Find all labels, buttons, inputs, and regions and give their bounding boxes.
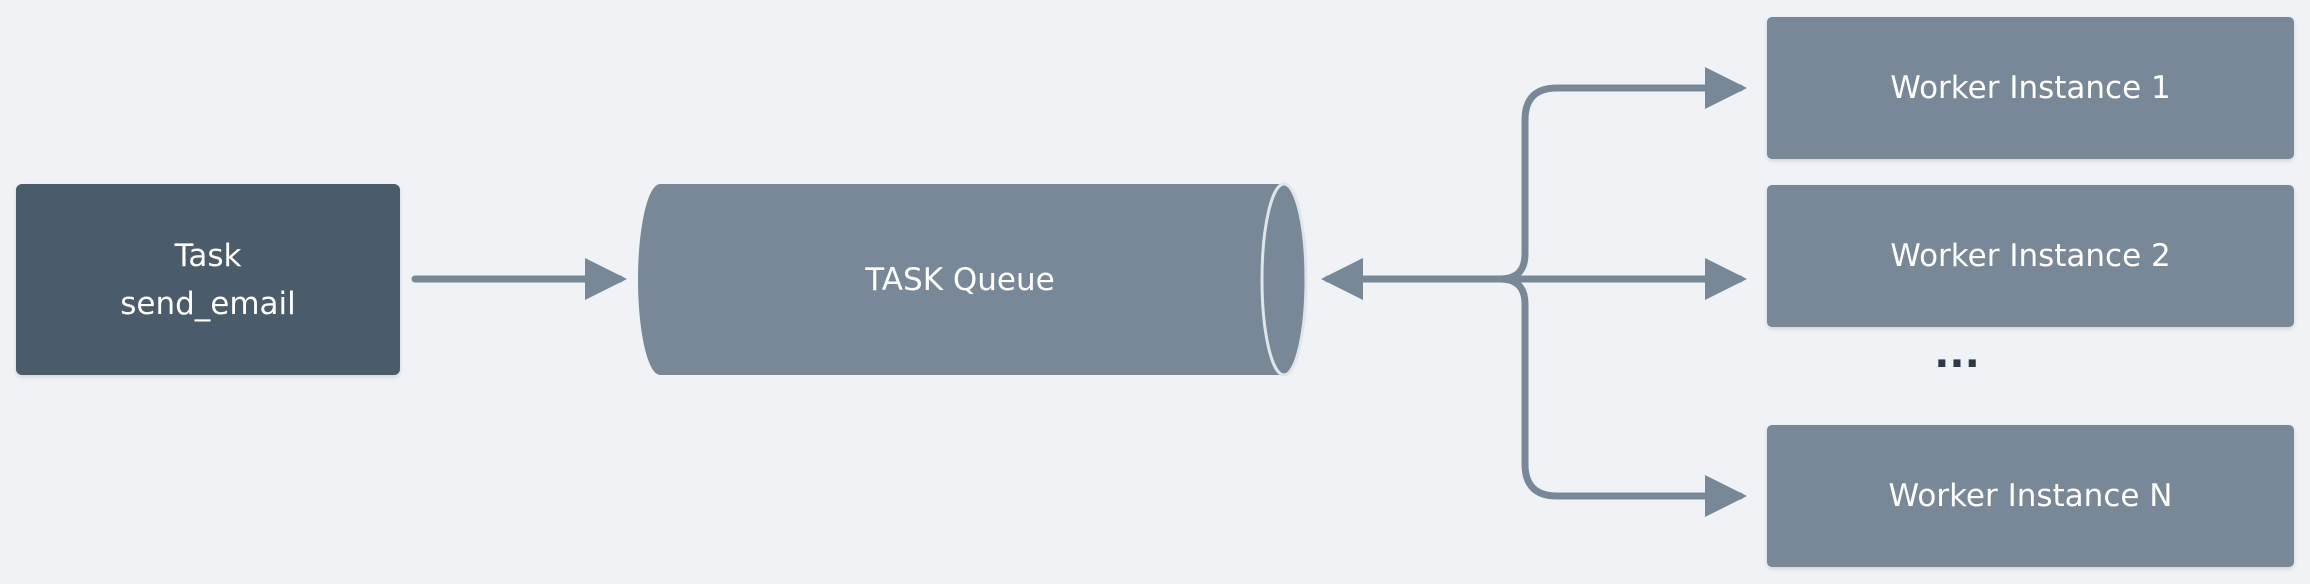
more-workers-ellipsis: ... [1934, 331, 1980, 377]
task-queue-label: TASK Queue [865, 262, 1055, 298]
branch-to-worker-1 [1496, 67, 1747, 283]
worker-instance-n: Worker Instance N [1767, 425, 2294, 567]
worker-n-label: Worker Instance N [1888, 478, 2173, 514]
branch-to-worker-n [1496, 275, 1747, 517]
worker-2-label: Worker Instance 2 [1890, 238, 2171, 274]
task-subtitle: send_email [120, 285, 296, 322]
task-queue-cylinder [638, 182, 1308, 377]
task-title: Task [174, 237, 242, 274]
worker-instance-1: Worker Instance 1 [1767, 17, 2294, 159]
worker-instance-2: Worker Instance 2 [1767, 185, 2294, 327]
worker-1-label: Worker Instance 1 [1890, 70, 2171, 106]
task-node: Task send_email [16, 184, 400, 375]
